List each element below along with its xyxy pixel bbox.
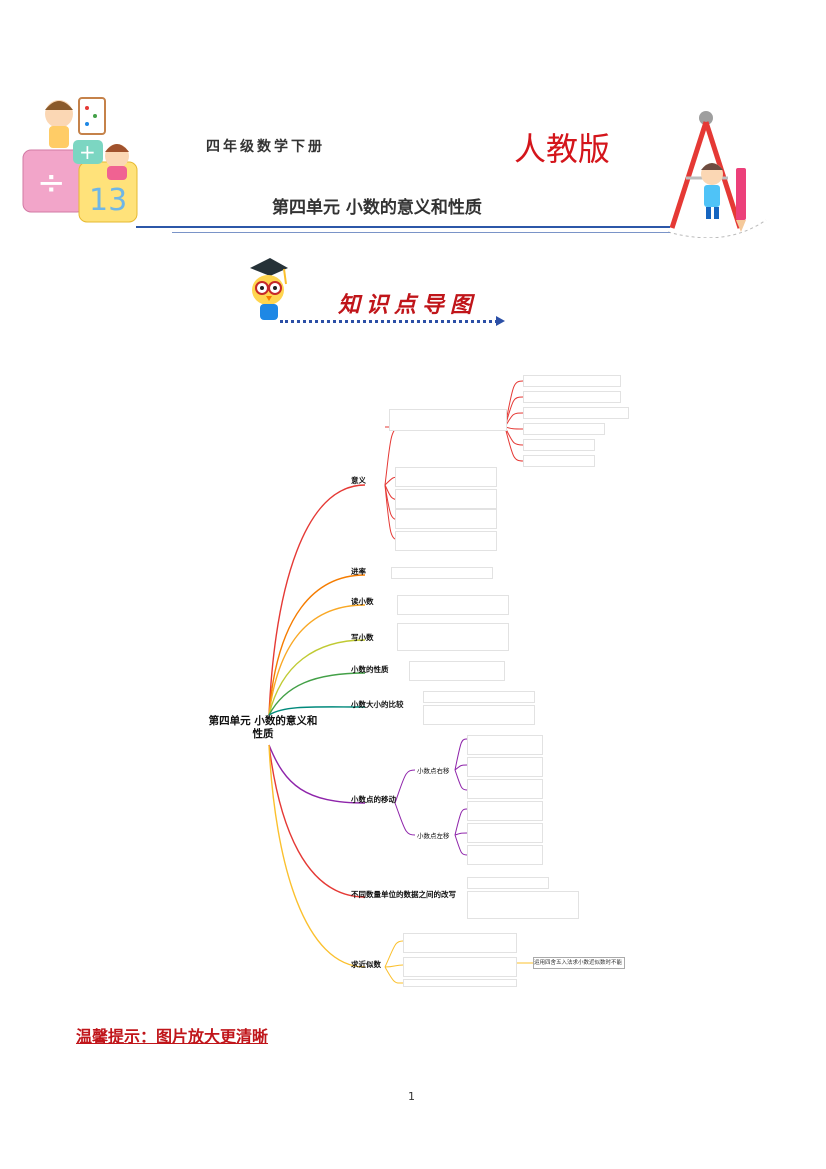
svg-text:+: +: [79, 140, 96, 164]
svg-text:÷: ÷: [37, 163, 66, 203]
note-box: [523, 375, 621, 387]
note-box: [467, 801, 543, 821]
note-box: [467, 823, 543, 843]
note-box: [523, 407, 629, 419]
note-box: [389, 409, 507, 431]
topic-write-decimal: 写小数: [351, 633, 374, 642]
note-box: [467, 757, 543, 777]
note-box: [403, 957, 517, 977]
note-box: [395, 489, 497, 509]
topic-compare-decimal: 小数大小的比较: [351, 700, 404, 709]
note-box: [395, 509, 497, 529]
unit-title: 第四单元 小数的意义和性质: [272, 198, 482, 218]
topic-rate: 进率: [351, 567, 366, 576]
edition-label: 人教版: [514, 130, 611, 168]
note-box: [391, 567, 493, 579]
note-box: [423, 705, 535, 725]
tip-text: 温馨提示：图片放大更清晰: [76, 1027, 269, 1046]
page-number: 1: [408, 1090, 415, 1103]
arrow-head-icon: [496, 316, 505, 326]
note-box: [467, 877, 549, 889]
topic-decimal-property: 小数的性质: [351, 665, 389, 674]
svg-text:13: 13: [89, 183, 127, 218]
topic-read-decimal: 读小数: [351, 597, 374, 606]
topic-meaning: 意义: [351, 476, 366, 485]
note-box: [523, 455, 595, 467]
header-divider: [136, 226, 670, 228]
side-note-box: 运用四舍五入法求小数近似数时不能省略: [533, 957, 625, 969]
mind-map: 运用四舍五入法求小数近似数时不能省略 第四单元 小数的意义和性质 意义 进率 读…: [205, 365, 629, 987]
note-box: [423, 691, 535, 703]
doctor-owl-mascot-icon: [250, 258, 288, 320]
sub-topic-move-right: 小数点右移: [417, 767, 450, 775]
subject-grade-label: 四年级数学下册: [206, 139, 325, 155]
note-box: [395, 531, 497, 551]
note-box: [403, 933, 517, 953]
note-box: [523, 423, 605, 435]
topic-approximation: 求近似数: [351, 960, 381, 969]
dotted-arrow-line: [280, 320, 498, 323]
side-note-text: 运用四舍五入法求小数近似数时不能省略: [534, 960, 623, 966]
kids-math-blocks-illustration: ÷ 13 +: [22, 97, 138, 223]
note-box: [467, 779, 543, 799]
note-box: [409, 661, 505, 681]
topic-unit-conversion: 不同数量单位的数据之间的改写: [351, 890, 456, 899]
note-box: [467, 735, 543, 755]
note-box: [523, 391, 621, 403]
note-box: [395, 467, 497, 487]
note-box: [523, 439, 595, 451]
mind-map-root: 第四单元 小数的意义和性质: [208, 715, 318, 740]
note-box: [467, 845, 543, 865]
note-box: [397, 595, 509, 615]
sub-topic-move-left: 小数点左移: [417, 832, 450, 840]
note-box: [397, 623, 509, 651]
knowledge-map-title: 知识点导图: [338, 292, 479, 318]
header-divider-secondary: [172, 232, 670, 233]
note-box: [467, 891, 579, 919]
note-box: [403, 979, 517, 987]
compass-boy-illustration: [667, 111, 767, 238]
topic-move-decimal-point: 小数点的移动: [351, 795, 396, 804]
